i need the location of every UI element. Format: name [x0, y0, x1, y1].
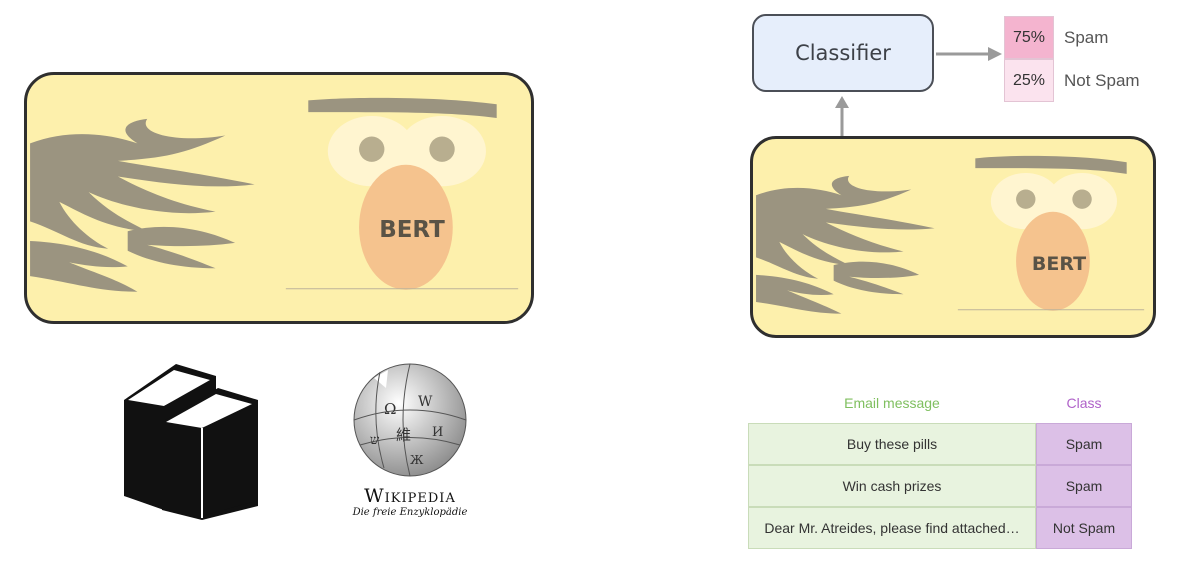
wikipedia-tagline: Die freie Enzyklopädie — [352, 507, 468, 518]
classifier-box: Classifier — [752, 14, 934, 92]
wikipedia-globe-icon: Ω W 維 И ש Ж — [353, 363, 467, 477]
flame-hair-graphic — [756, 175, 935, 314]
bert-card-pretraining: BERT — [24, 72, 534, 324]
arrow-up-icon — [835, 96, 849, 136]
svg-text:И: И — [432, 425, 443, 440]
table-cell-message: Buy these pills — [748, 423, 1036, 465]
bert-face-illustration — [30, 97, 519, 292]
table-cell-class: Spam — [1036, 465, 1132, 507]
table-cell-message: Dear Mr. Atreides, please find attached… — [748, 507, 1036, 549]
table-cell-message: Win cash prizes — [748, 465, 1036, 507]
books-icon — [124, 364, 258, 520]
prediction-spam-percent: 75% — [1004, 16, 1054, 59]
bert-label: BERT — [379, 217, 445, 243]
bert-label: BERT — [1031, 253, 1087, 275]
bert-face-illustration — [756, 155, 1145, 314]
table-header-class: Class — [1066, 395, 1102, 411]
prediction-spam-label: Spam — [1064, 28, 1109, 47]
nose-graphic — [1016, 211, 1090, 311]
prediction-not-spam-percent: 25% — [1004, 59, 1054, 102]
table-cell-class: Not Spam — [1036, 507, 1132, 549]
svg-text:維: 維 — [396, 426, 411, 444]
eyebrow-graphic — [308, 97, 497, 118]
nose-graphic — [359, 164, 453, 290]
bert-card-finetuned: BERT — [750, 136, 1156, 338]
svg-text:W: W — [418, 394, 433, 410]
eyebrow-graphic — [975, 155, 1127, 174]
svg-text:Ω: Ω — [384, 400, 396, 418]
wikipedia-wordmark: Wikipedia — [364, 485, 456, 507]
wikipedia-logo: Ω W 維 И ש Ж Wikipedia Die freie Enzyklop… — [340, 360, 480, 520]
table-cell-class: Spam — [1036, 423, 1132, 465]
svg-text:Ж: Ж — [410, 453, 424, 467]
arrow-right-icon — [936, 47, 1002, 61]
svg-text:ש: ש — [370, 433, 380, 448]
flame-hair-graphic — [30, 118, 255, 292]
prediction-not-spam-label: Not Spam — [1064, 71, 1140, 90]
table-header-message: Email message — [844, 395, 940, 411]
